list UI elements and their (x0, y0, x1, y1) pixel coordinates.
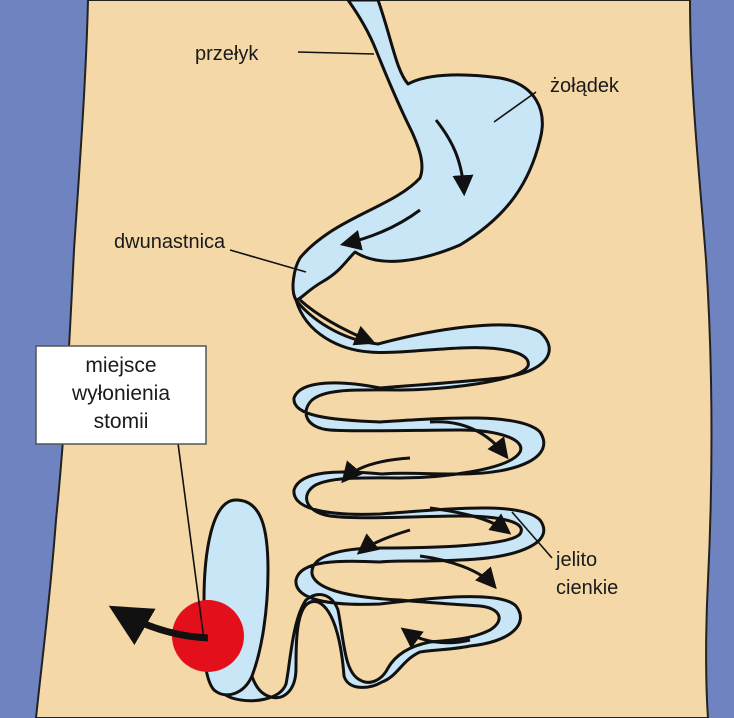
stoma-callout-line3: stomii (94, 410, 149, 433)
stoma-callout-line1: miejsce (85, 354, 156, 377)
label-small-intestine-2: cienkie (556, 577, 618, 599)
label-small-intestine-1: jelito (555, 549, 597, 571)
label-esophagus: przełyk (195, 43, 259, 65)
label-duodenum: dwunastnica (114, 231, 226, 253)
stoma-callout-line2: wyłonienia (71, 382, 170, 405)
label-stomach: żołądek (550, 75, 620, 97)
